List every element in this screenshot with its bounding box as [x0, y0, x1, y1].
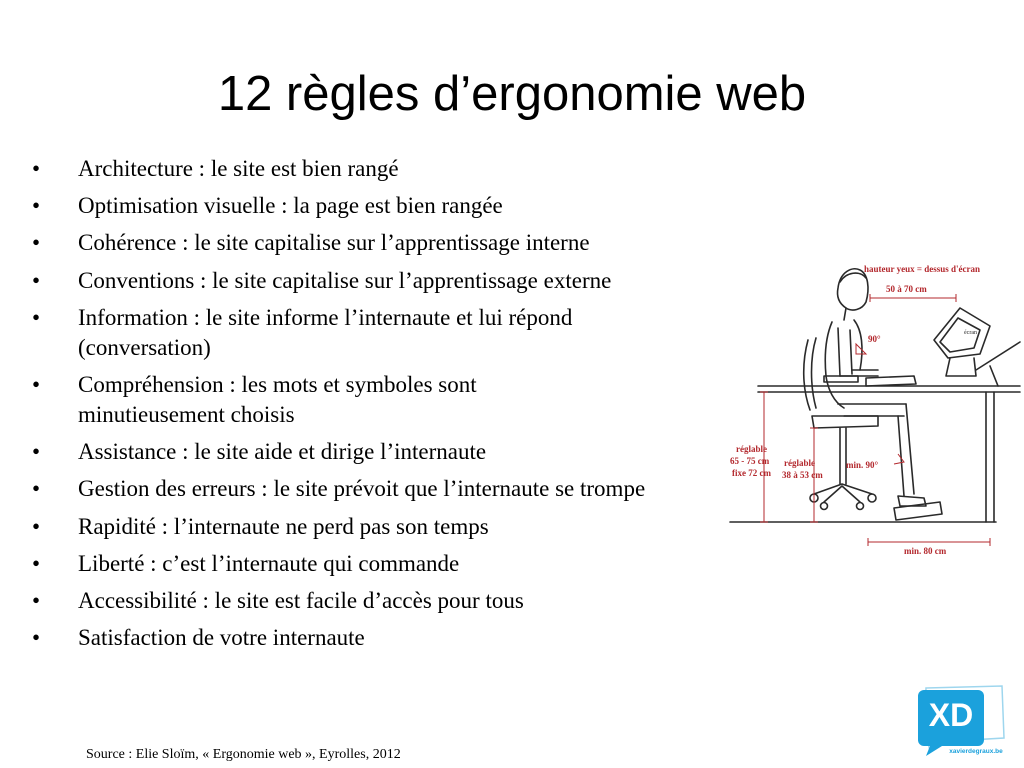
list-item: • Assistance : le site aide et dirige l’i… — [28, 437, 718, 467]
label-distance: 50 à 70 cm — [886, 284, 927, 294]
list-item-text: Architecture : le site est bien rangé — [78, 156, 399, 181]
list-item: • Optimisation visuelle : la page est bie… — [28, 191, 718, 221]
list-item-text: Gestion des erreurs : le site prévoit qu… — [78, 476, 646, 502]
logo-mark: XD — [929, 697, 973, 733]
label-seat-adjustable: réglable — [784, 458, 815, 468]
bullet-symbol: • — [32, 371, 41, 397]
bullet-symbol: • — [32, 550, 41, 576]
list-item: • Satisfaction de votre internaute — [28, 623, 718, 653]
label-screen: écran — [964, 330, 977, 336]
label-eye-height: hauteur yeux = dessus d'écran — [864, 264, 980, 274]
list-item-text: Information : le site informe l’internau… — [78, 304, 573, 360]
xavierdegraux-logo: XD xavierdegraux.be — [912, 680, 1008, 756]
bullet-symbol: • — [32, 304, 41, 330]
label-desk-range: 65 - 75 cm — [730, 456, 770, 466]
bullet-symbol: • — [32, 193, 41, 219]
label-angle-arm: 90° — [868, 334, 881, 344]
list-item: • Cohérence : le site capitalise sur l’ap… — [28, 228, 718, 258]
bullet-symbol: • — [32, 267, 41, 293]
list-item-text: Rapidité : l’internaute ne perd pas son … — [78, 513, 489, 539]
slide-title: 12 règles d’ergonomie web — [217, 67, 807, 121]
list-item-text: Accessibilité : le site est facile d’acc… — [78, 587, 524, 613]
list-item: • Conventions : le site capitalise sur l’… — [28, 266, 718, 296]
list-item-text: Assistance : le site aide et dirige l’in… — [78, 439, 487, 465]
list-item: • Gestion des erreurs : le site prévoit q… — [28, 474, 718, 504]
bullet-symbol: • — [32, 439, 41, 465]
bullet-symbol: • — [32, 587, 41, 613]
list-item-text: Conventions : le site capitalise sur l’a… — [78, 267, 612, 293]
list-item: • Architecture : le site est bien rangé — [28, 154, 718, 184]
label-desk-fixed: fixe 72 cm — [732, 468, 771, 478]
bullet-symbol: • — [32, 513, 41, 539]
bullet-symbol: • — [32, 230, 41, 256]
list-item-text: Liberté : c’est l’internaute qui command… — [78, 550, 460, 576]
list-item-text: Optimisation visuelle : la page est bien… — [78, 193, 503, 219]
list-item-text: Cohérence : le site capitalise sur l’app… — [78, 230, 590, 256]
ergonomic-workstation-illustration: hauteur yeux = dessus d'écran 50 à 70 cm… — [729, 264, 1021, 556]
label-angle-knee: min. 90° — [846, 460, 879, 470]
label-seat-range: 38 à 53 cm — [782, 470, 823, 480]
label-desk-adjustable: réglable — [736, 444, 767, 454]
ergonomic-workstation-figure: hauteur yeux = dessus d'écran 50 à 70 cm… — [728, 258, 1024, 563]
bullet-symbol: • — [32, 625, 41, 651]
source-citation: Source : Elie Sloïm, « Ergonomie web », … — [86, 747, 401, 762]
logo-text: xavierdegraux.be — [949, 748, 1003, 755]
list-item: • Liberté : c’est l’internaute qui comman… — [28, 549, 718, 579]
list-item: • Compréhension : les mots et symboles so… — [28, 370, 718, 430]
label-desk-depth: min. 80 cm — [904, 546, 947, 556]
bullet-symbol: • — [32, 476, 41, 502]
list-item: • Accessibilité : le site est facile d’ac… — [28, 586, 718, 616]
list-item-text: Compréhension : les mots et symboles son… — [78, 371, 477, 427]
list-item: • Rapidité : l’internaute ne perd pas son… — [28, 512, 718, 542]
bullet-symbol: • — [32, 156, 41, 181]
speech-bubble-logo-icon: XD xavierdegraux.be — [918, 685, 1005, 756]
list-item-text: Satisfaction de votre internaute — [78, 625, 365, 651]
rules-list: • Architecture : le site est bien rangé •… — [28, 154, 718, 660]
list-item: • Information : le site informe l’interna… — [28, 303, 718, 363]
